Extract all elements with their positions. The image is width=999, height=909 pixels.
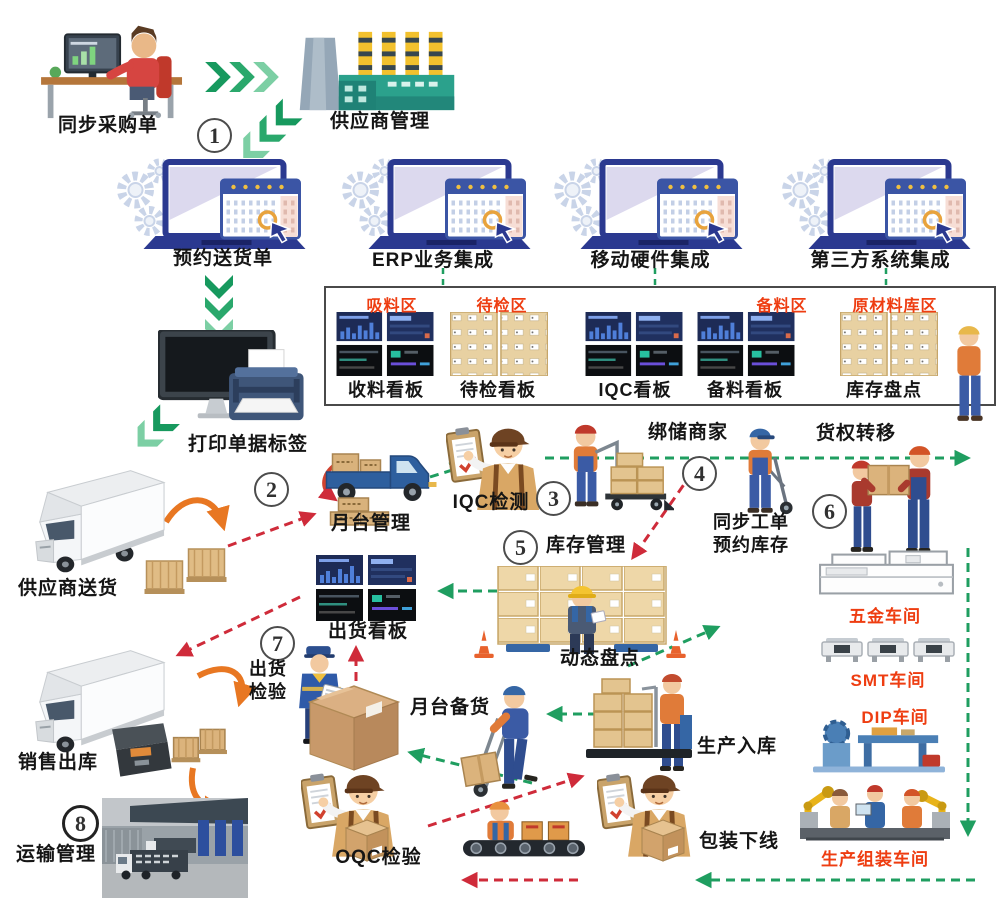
receiving-kanban-screens: [336, 312, 434, 376]
smt-workshop-label: SMT车间: [850, 671, 926, 690]
receiving-kanban-label: 收料看板: [348, 380, 424, 400]
purchaser-at-desk-illustration: [35, 20, 190, 120]
factory-illustration: [292, 26, 462, 114]
laptop-delivery-note-illustration: [115, 158, 320, 253]
delivery-note-label: 预约送货单: [172, 248, 273, 269]
dock-prep-label: 月台备货: [409, 697, 490, 718]
shipping-inspection-line2: 检验: [249, 682, 287, 702]
sync-workorder-line1: 同步工单: [713, 512, 789, 532]
iqc-test-label: IQC检测: [452, 492, 530, 513]
assembly-workshop-label: 生产组装车间: [821, 850, 929, 869]
prep-kanban-label: 备料看板: [707, 380, 783, 400]
traffic-cone-right-icon: [666, 630, 686, 658]
dynamic-stocktake-label: 动态盘点: [559, 648, 640, 669]
hardware-machine-illustration: [818, 550, 956, 597]
material-prep-kanban-screens: [697, 312, 795, 376]
carry-box-workers-illustration: [843, 438, 940, 560]
conveyor-illustration: [463, 798, 585, 872]
laptop-erp-illustration: [340, 158, 545, 253]
step-8-badge: 8: [62, 805, 99, 842]
mobile-hardware-label: 移动硬件集成: [590, 250, 711, 271]
third-party-label: 第三方系统集成: [810, 250, 951, 271]
print-label-label: 打印单据标签: [187, 434, 308, 455]
warehouse-shelf-illustration: [497, 566, 669, 658]
zone-prep-label: 备料区: [756, 298, 808, 315]
packing-box-icon: [640, 818, 686, 862]
iqc-kanban-label: IQC看板: [598, 380, 672, 400]
sync-workorder-label: 同步工单 预约库存: [705, 511, 797, 557]
packing-offline-label: 包装下线: [698, 831, 779, 852]
sync-workorder-line2: 预约库存: [713, 535, 789, 555]
traffic-cone-left-icon: [474, 630, 494, 658]
step-1-badge: 1: [197, 118, 232, 153]
laptop-mobile-hw-illustration: [552, 158, 757, 253]
step-2-badge: 2: [254, 472, 289, 507]
stocktake-label: 库存盘点: [846, 380, 922, 400]
erp-integration-label: ERP业务集成: [371, 250, 495, 271]
sync-purchase-order-label: 同步采购单: [57, 115, 158, 136]
pending-kanban-label: 待检看板: [460, 380, 536, 400]
bind-merchant-label: 绑储商家: [647, 422, 728, 443]
step-4-badge: 4: [682, 456, 717, 491]
step-7-badge: 7: [260, 626, 295, 661]
scanner-pallets-illustration: [110, 720, 228, 784]
cargo-transfer-label: 货权转移: [815, 423, 896, 444]
supplier-delivery-label: 供应商送货: [17, 578, 118, 599]
shipping-kanban-label: 出货看板: [327, 621, 408, 642]
laptop-third-party-illustration: [780, 158, 985, 253]
production-inbound-label: 生产入库: [696, 736, 777, 757]
step-5-badge: 5: [503, 530, 538, 565]
zone-raw-material-label: 原材料库区: [852, 298, 938, 315]
shipping-inspection-line1: 出货: [249, 659, 287, 679]
smt-machine-3-icon: [912, 636, 956, 664]
pending-inspection-kanban-map: [450, 312, 548, 376]
transport-management-label: 运输管理: [15, 844, 96, 865]
supplier-management-label: 供应商管理: [329, 111, 430, 132]
hardware-workshop-label: 五金车间: [849, 607, 921, 626]
dock-management-label: 月台管理: [330, 513, 411, 534]
inventory-management-label: 库存管理: [545, 535, 626, 556]
stocktake-worker-illustration: [948, 324, 992, 424]
step-3-badge: 3: [536, 481, 571, 516]
stocktake-kanban-map: [840, 312, 938, 376]
loading-dock-photo: [102, 798, 248, 898]
smt-machine-2-icon: [866, 636, 910, 664]
assembly-line-illustration: [799, 776, 951, 844]
sales-outbound-label: 销售出库: [17, 752, 98, 773]
supplier-pallets-illustration: [143, 545, 231, 597]
step-6-badge: 6: [812, 494, 847, 529]
iqc-kanban-screens: [585, 312, 683, 376]
shipping-inspection-label: 出货 检验: [240, 658, 296, 704]
zone-pending-label: 待检区: [476, 298, 528, 315]
shipping-kanban-screens: [302, 555, 430, 621]
chevrons-right-icon: [205, 62, 279, 92]
oqc-inspection-label: OQC检验: [335, 847, 422, 868]
handtruck-worker-illustration: [736, 426, 794, 524]
zone-suction-label: 吸料区: [366, 298, 418, 315]
dip-workshop-label: DIP车间: [861, 708, 929, 727]
monitor-printer-illustration: [158, 330, 306, 428]
cardboard-box-illustration: [308, 684, 400, 772]
smt-machine-1-icon: [820, 636, 864, 664]
